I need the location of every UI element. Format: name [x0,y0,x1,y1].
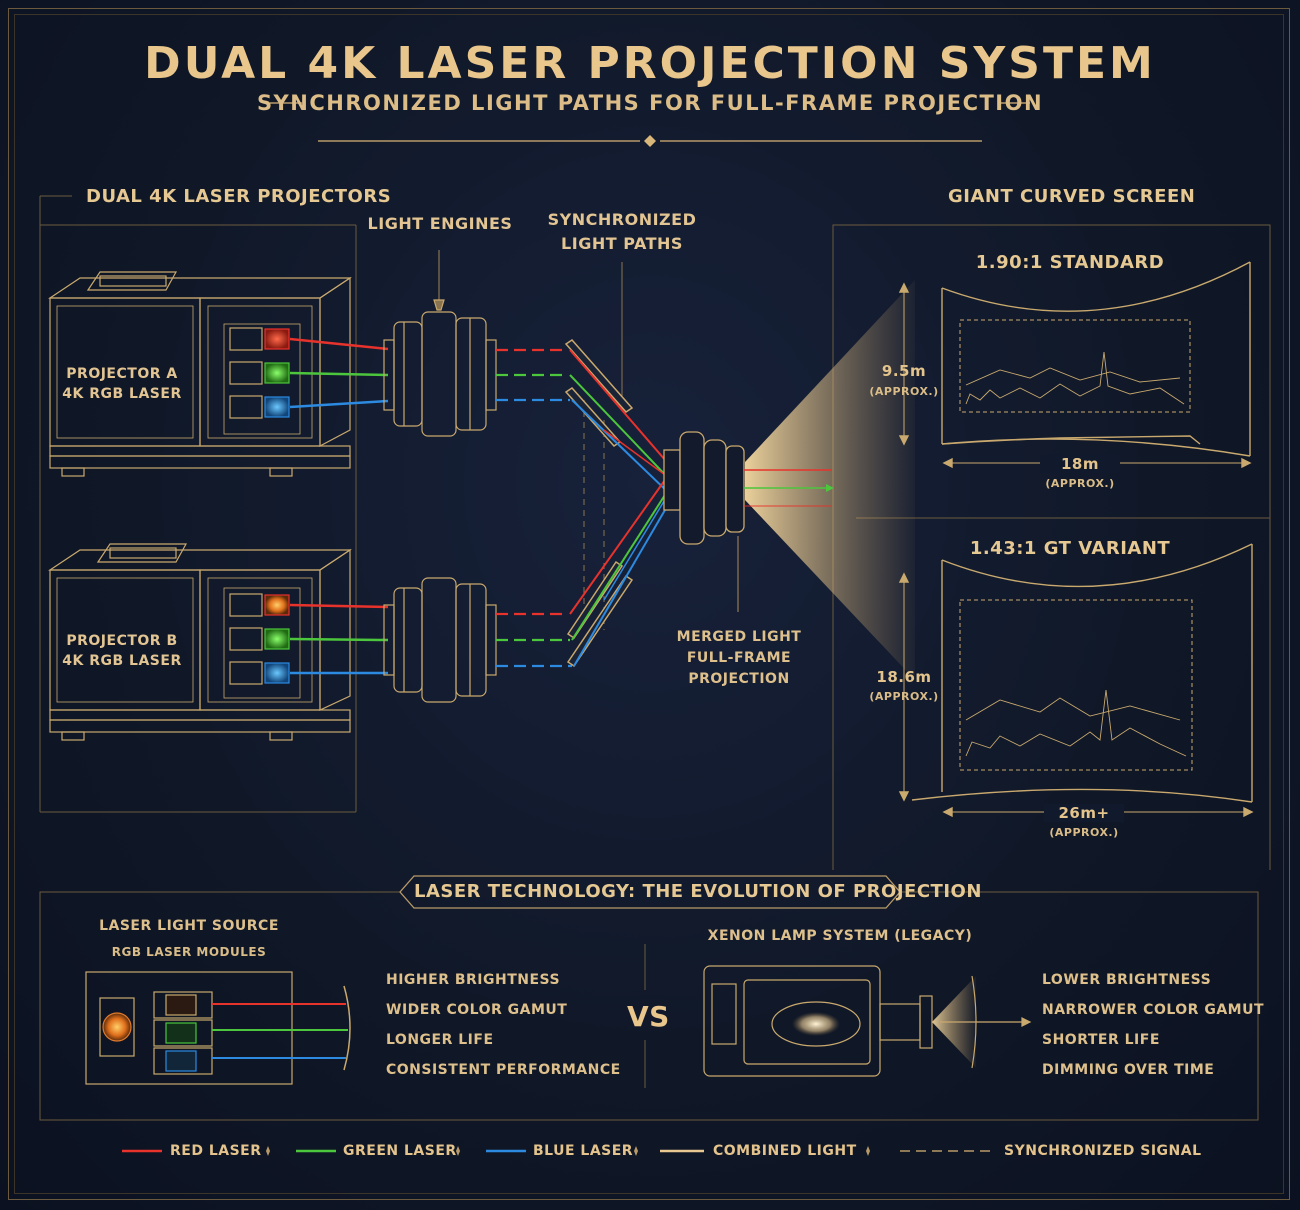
projector-a-label: PROJECTOR A 4K RGB LASER [62,364,182,404]
laser-benefit-2: WIDER COLOR GAMUT [386,1002,568,1018]
laser-benefit-3: LONGER LIFE [386,1032,494,1048]
sync-paths-label: SYNCHRONIZED LIGHT PATHS [542,208,702,256]
sync-paths-line2: LIGHT PATHS [561,234,683,253]
combined-beam [745,280,915,680]
bottom-panel-heading: LASER TECHNOLOGY: THE EVOLUTION OF PROJE… [414,881,982,902]
gt-screen-title: 1.43:1 GT VARIANT [969,538,1171,559]
projector-a-icon [48,271,352,477]
title-decor [270,102,1030,147]
xenon-drawback-4: DIMMING OVER TIME [1042,1062,1215,1078]
projector-b-label: PROJECTOR B 4K RGB LASER [62,631,182,671]
legend-sync-signal: SYNCHRONIZED SIGNAL [1004,1143,1202,1159]
light-engines-label: LIGHT ENGINES [367,214,513,233]
bottom-panel-frame [39,875,1259,1121]
xenon-drawback-3: SHORTER LIFE [1042,1032,1160,1048]
laser-module-icon [85,971,351,1085]
sync-guides [583,262,623,630]
page-title: DUAL 4K LASER PROJECTION SYSTEM [144,38,1156,89]
light-engine-icon [383,577,497,703]
legend-blue-laser: BLUE LASER [533,1143,634,1159]
legend-swatches [122,1146,996,1156]
gt-width: 26m+ [1044,804,1124,822]
standard-height: 9.5m [881,362,927,380]
standard-width-note: (APPROX.) [1045,477,1115,490]
projector-b-type: 4K RGB LASER [62,653,182,669]
laser-source-subtitle: RGB LASER MODULES [111,945,267,959]
laser-benefit-1: HIGHER BRIGHTNESS [386,972,561,988]
page-subtitle: SYNCHRONIZED LIGHT PATHS FOR FULL-FRAME … [256,91,1044,115]
xenon-title: XENON LAMP SYSTEM (LEGACY) [707,928,973,944]
curved-screen-icon [898,543,1254,818]
legend-red-laser: RED LASER [170,1143,262,1159]
gt-height-note: (APPROX.) [869,690,939,703]
output-rays [744,469,834,507]
module-laser-lines [212,1003,348,1059]
standard-screen-title: 1.90:1 STANDARD [975,252,1165,273]
laser-source-title: LASER LIGHT SOURCE [99,918,279,934]
left-panel-heading: DUAL 4K LASER PROJECTORS [86,186,392,207]
merged-line1: MERGED LIGHT [676,629,802,645]
inner-frame [14,14,1284,1194]
projector-a-type: 4K RGB LASER [62,386,182,402]
sync-lines [496,348,572,668]
outer-frame [8,8,1290,1200]
laser-benefit-4: CONSISTENT PERFORMANCE [386,1062,621,1078]
sync-paths-line1: SYNCHRONIZED [547,210,697,229]
laser-lines-a [289,337,389,409]
right-panel-heading: GIANT CURVED SCREEN [948,186,1196,207]
left-panel-frame [39,195,357,813]
converging-lines [569,349,673,667]
xenon-arrow [940,1017,1032,1027]
merged-light-label: MERGED LIGHT FULL-FRAME PROJECTION [664,627,814,690]
light-engine-icon [383,250,497,437]
xenon-drawback-2: NARROWER COLOR GAMUT [1042,1002,1265,1018]
vs-label: VS [627,1000,670,1033]
merged-line2: FULL-FRAME [686,650,792,666]
standard-height-note: (APPROX.) [869,385,939,398]
merged-line3: PROJECTION [688,671,790,687]
gt-height: 18.6m [876,668,932,686]
standard-width: 18m [1040,455,1120,473]
legend-combined-light: COMBINED LIGHT [713,1143,857,1159]
curved-screen-icon [898,261,1252,469]
xenon-drawback-1: LOWER BRIGHTNESS [1042,972,1212,988]
laser-lines-b [289,603,389,675]
legend-green-laser: GREEN LASER [343,1143,457,1159]
projector-b-icon [48,543,352,741]
gt-width-note: (APPROX.) [1049,826,1119,839]
lens-icon [663,431,745,612]
projector-a-name: PROJECTOR A [66,366,178,382]
projector-b-name: PROJECTOR B [66,633,178,649]
